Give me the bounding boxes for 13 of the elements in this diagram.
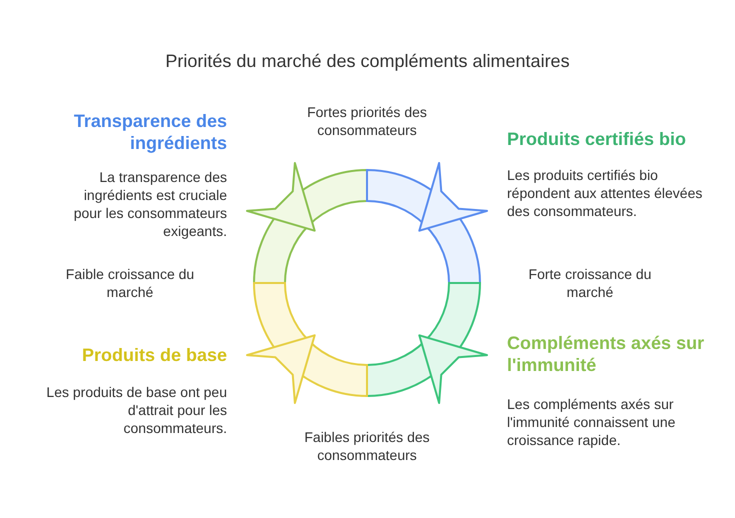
quadrant-description: Les produits de base ont peu d'attrait pour les consommateurs. [45, 383, 227, 437]
quadrant-heading: Transparence des ingrédients [72, 110, 227, 154]
axis-label: Forte croissance du marché [528, 265, 652, 301]
quadrant-heading: Produits de base [80, 344, 227, 366]
quadrant-description: Les produits certifiés bio répondent aux attentes élevées des consommateurs. [507, 166, 704, 220]
axis-label: Fortes priorités des consommateurs [306, 103, 428, 139]
quadrant-heading: Compléments axés sur l'immunité [507, 332, 706, 376]
quadrant-description: Les compléments axés sur l'immunité connaissent une croissance rapide. [507, 395, 676, 449]
quadrant-heading: Produits certifiés bio [507, 128, 688, 150]
axis-label: Faibles priorités des consommateurs [303, 428, 431, 464]
diagram-title: Priorités du marché des compléments alimentaires [164, 50, 571, 72]
axis-label: Faible croissance du marché [64, 265, 196, 301]
quadrant-description: La transparence des ingrédients est cruciale pour les consommateurs exigeants. [72, 168, 227, 240]
